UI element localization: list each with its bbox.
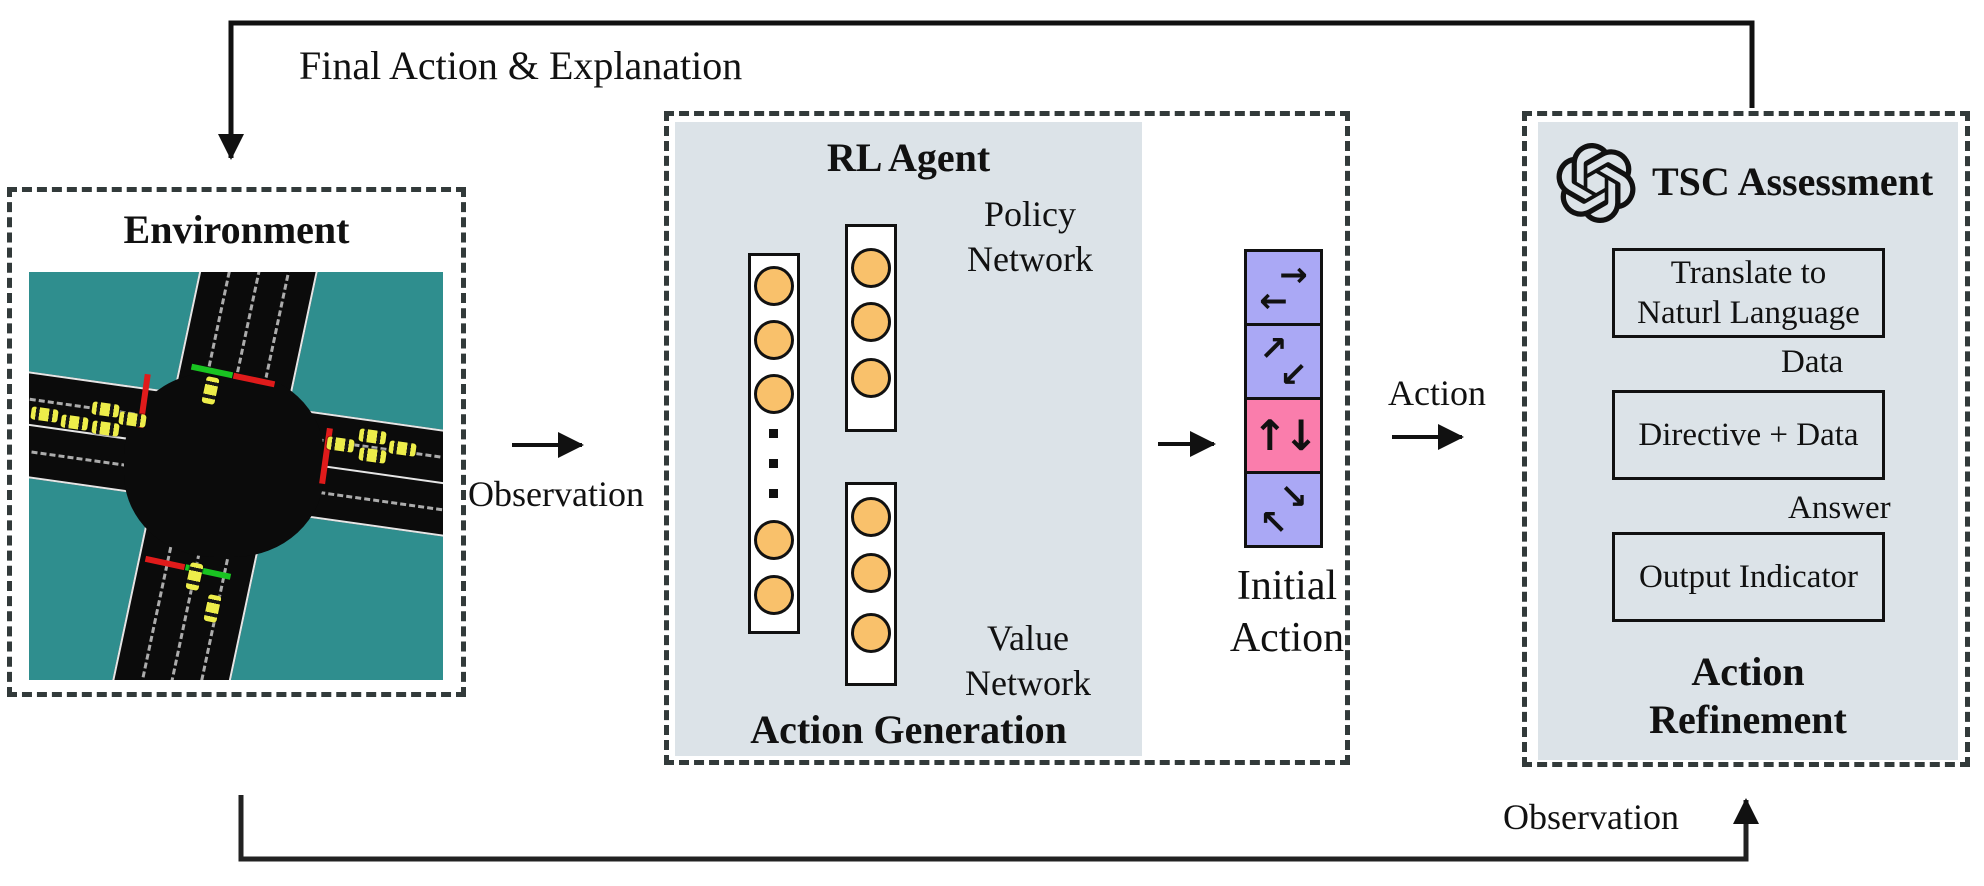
nn-neuron [851,302,891,342]
junction-area [124,372,324,557]
nn-neuron [754,266,794,306]
ellipsis-dot [769,459,778,468]
environment-box [7,187,466,697]
phase-arrow: ↑ [1252,411,1287,460]
nn-neuron [754,520,794,560]
nn-neuron [851,553,891,593]
action-generation-box [664,111,1350,765]
car [326,436,355,453]
initial-action-label-line2: Action [1229,615,1345,661]
nn-neuron [851,613,891,653]
initial-action-label: Initial Action [1187,560,1387,664]
car [30,406,59,423]
car [358,428,387,445]
action-label: Action [1388,373,1486,413]
final-action-flow-line [218,20,1755,160]
tsc-assessment-box [1522,111,1970,767]
final-action-label: Final Action & Explanation [299,43,743,88]
phase-ne-sw-left: ↗ ↙ [1244,323,1323,400]
observation-bottom-label: Observation [1503,797,1679,837]
observation-left-label: Observation [468,474,644,514]
output-indicator-line1: Output Indicator [1638,559,1859,595]
car [203,593,222,624]
nn-input-layer [748,253,800,634]
car [60,414,89,431]
car [358,447,387,464]
openai-logo-icon [1556,143,1636,223]
action-refinement-line2: Refinement [1649,697,1847,742]
nn-neuron [754,320,794,360]
car [91,401,120,418]
traffic-cars [29,272,443,680]
phase-arrow: ↗ [1259,328,1288,369]
translate-box-line1: Translate to [1670,255,1827,291]
nn-neuron [851,358,891,398]
phase-arrow: ← [1259,280,1288,321]
action-generation-caption: Action Generation [750,707,1067,752]
car [201,375,220,406]
nn-neuron [851,497,891,537]
directive-box: Directive + Data [1612,390,1885,480]
action-refinement-line1: Action [1691,649,1805,694]
directive-box-line1: Directive + Data [1638,417,1859,453]
nn-neuron [754,575,794,615]
nn-neuron [754,374,794,414]
phase-arrow: ↖ [1259,502,1288,543]
ellipsis-dot [769,429,778,438]
answer-label: Answer [1788,490,1891,526]
phase-se-nw-left: ↘ ↖ [1244,471,1323,548]
phase-arrow: ↙ [1279,354,1308,395]
policy-network-label: Policy Network [967,194,1093,279]
output-indicator-box: Output Indicator [1612,532,1885,622]
initial-action-stack: → ← ↗ ↙ ↑ ↓ ↘ ↖ [1244,249,1323,548]
phase-east-west-through: → ← [1244,249,1323,326]
initial-action-label-line1: Initial [1236,563,1338,609]
ellipsis-dot [769,489,778,498]
car [185,561,204,592]
tsc-panel [1538,122,1958,760]
traffic-intersection-image [29,272,443,680]
phase-arrow: → [1279,254,1308,295]
translate-box-line2: Naturl Language [1637,295,1860,331]
value-network-label: Value Network [965,618,1091,703]
car [388,440,417,457]
action-refinement-caption: Action Refinement [1598,648,1898,744]
data-label: Data [1781,344,1844,380]
tsc-assessment-title: TSC Assessment [1652,159,1934,204]
phase-arrow: ↘ [1279,476,1308,517]
phase-arrow: ↓ [1283,411,1319,460]
car [91,420,120,437]
car [118,411,147,428]
environment-title: Environment [123,207,350,252]
observation-bottom-flow-line [238,795,1759,862]
rl-agent-title: RL Agent [826,135,991,180]
nn-neuron [851,248,891,288]
phase-north-south-through: ↑ ↓ [1244,397,1323,474]
translate-box: Translate to Naturl Language [1612,248,1885,338]
